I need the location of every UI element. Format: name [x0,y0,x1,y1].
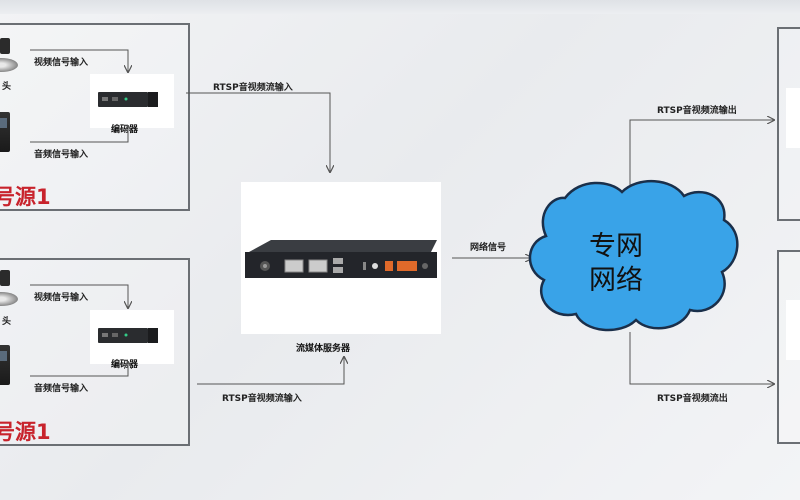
camera-dome-icon-2 [0,292,18,306]
signal-source-title-1: 号源1 [0,185,51,209]
cloud-line-1: 专网 [589,231,643,262]
rtsp-out-arrow-top [629,120,774,188]
video-arrow-2 [30,284,128,308]
rtsp-out-arrow-bottom [629,332,774,384]
camera-caption-1: 头 [2,82,12,92]
rtsp-in-arrow-top [186,92,330,172]
audio-arrow-1 [30,126,128,143]
video-input-label-1: 视频信号输入 [34,58,89,68]
server-device-icon [245,240,437,278]
audio-input-label-2: 音频信号输入 [34,384,89,394]
top-bar [0,0,800,14]
video-input-label-2: 视频信号输入 [34,293,89,303]
camera-caption-2: 头 [2,317,12,327]
network-signal-label: 网络信号 [470,243,507,253]
rtsp-out-label-bottom: RTSP音视频流出 [657,394,728,404]
rtsp-out-label-top: RTSP音视频流输出 [657,106,737,116]
encoder-icon [98,328,158,343]
camera-dome-icon-1 [0,58,18,72]
output-device-icon-bottom [786,300,800,360]
encoder-image-1 [90,74,174,128]
audio-arrow-2 [30,362,128,377]
camera-icon-2 [0,270,10,286]
encoder-image-2 [90,310,174,364]
rtsp-in-arrow-bottom [197,357,344,385]
output-device-icon-top [786,88,800,148]
microphone-icon-1 [0,112,10,152]
cloud-line-2: 网络 [589,265,643,296]
encoder-icon [98,92,158,107]
audio-input-label-1: 音频信号输入 [34,150,89,160]
rtsp-in-label-top: RTSP音视频流输入 [213,83,293,93]
rtsp-in-label-bottom: RTSP音视频流输入 [222,394,302,404]
private-network-cloud [528,179,739,332]
streaming-server-image [241,182,441,334]
streaming-server-label: 流媒体服务器 [296,344,351,354]
video-arrow-1 [30,49,128,72]
signal-source-title-2: 号源1 [0,420,51,444]
camera-icon-1 [0,38,10,54]
microphone-icon-2 [0,345,10,385]
